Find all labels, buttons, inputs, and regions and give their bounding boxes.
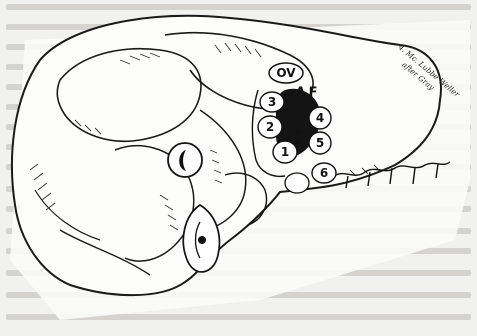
label-3: 3 <box>268 95 276 109</box>
label-1: 1 <box>281 145 289 159</box>
label-4: 4 <box>316 111 324 125</box>
label-ov: OV <box>276 66 296 80</box>
eye-outer <box>168 143 202 177</box>
label-af: AF <box>296 86 321 101</box>
ear-dot <box>198 236 206 244</box>
label-6: 6 <box>320 166 328 180</box>
label-2: 2 <box>266 120 274 134</box>
label-5: 5 <box>316 136 324 150</box>
small-bulge <box>285 173 309 193</box>
